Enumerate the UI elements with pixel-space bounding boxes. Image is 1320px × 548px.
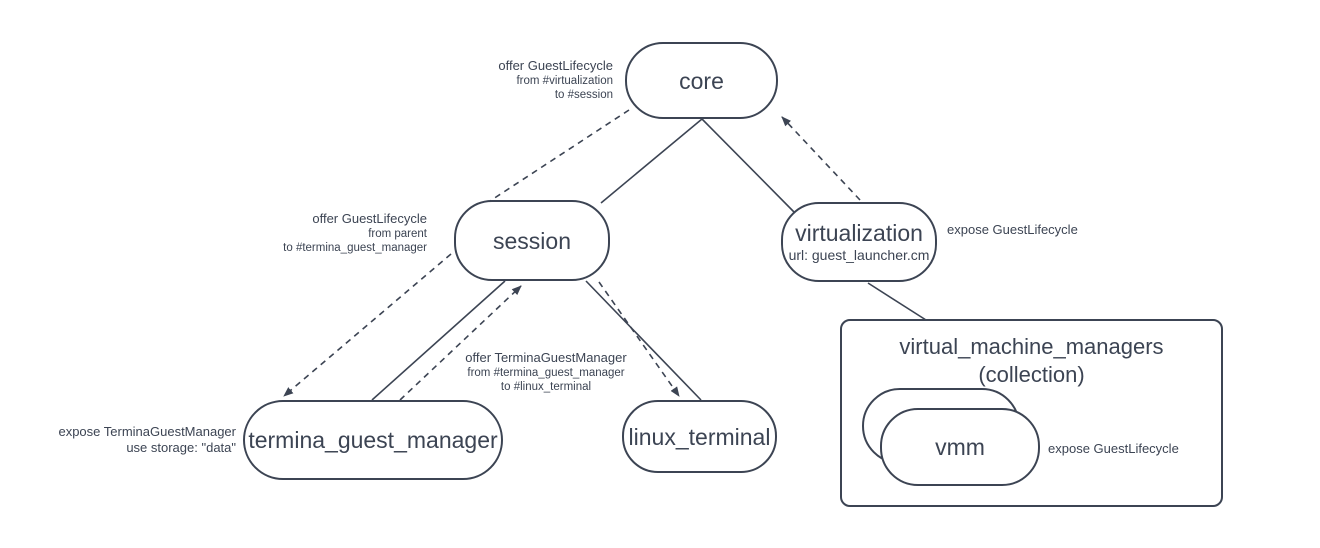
node-linux-terminal-label: linux_terminal (628, 423, 771, 450)
annotation-line: offer GuestLifecycle (312, 211, 427, 226)
edge-virtualization-vmm-collection (867, 282, 927, 321)
annotation-line: from #virtualization (516, 75, 613, 87)
edge-offer-session-to-linux-dashed (598, 281, 680, 397)
node-virtualization-url: url: guest_launcher.cm (788, 247, 930, 263)
edge-session-termina (371, 280, 506, 401)
edge-offer-core-to-session-dashed (489, 109, 630, 202)
edge-expose-virtualization-to-core-dashed (781, 116, 861, 201)
edge-session-linux-terminal (585, 280, 702, 401)
annotation-offer-guestlifecycle-to-session: offer GuestLifecycle from #virtualizatio… (498, 58, 613, 102)
node-session: session (454, 200, 610, 281)
collection-title: virtual_machine_managers (899, 334, 1164, 359)
annotation-line: offer TerminaGuestManager (465, 350, 627, 365)
annotation-line: to #linux_terminal (500, 381, 592, 393)
node-termina-guest-manager: termina_guest_manager (243, 400, 503, 480)
annotation-line: to #session (554, 89, 613, 101)
annotation-line: from #termina_guest_manager (467, 367, 625, 379)
edge-core-virtualization (701, 118, 795, 213)
node-virtualization-label: virtualization (795, 220, 923, 246)
node-virtualization: virtualization url: guest_launcher.cm (781, 202, 937, 282)
node-vmm-label: vmm (935, 434, 985, 460)
annotation-line: expose GuestLifecycle (1048, 441, 1179, 456)
annotation-line: to #termina_guest_manager (283, 242, 427, 254)
collection-subtitle: (collection) (978, 362, 1085, 387)
annotation-offer-guestlifecycle-to-termina: offer GuestLifecycle from parent to #ter… (283, 211, 427, 255)
node-termina-guest-manager-label: termina_guest_manager (248, 427, 498, 453)
annotation-offer-terminaguestmanager: offer TerminaGuestManager from #termina_… (396, 350, 696, 394)
edge-core-session (600, 118, 703, 204)
annotation-line: expose TerminaGuestManager (58, 424, 236, 439)
node-virtual-machine-managers-collection: virtual_machine_managers (collection) (840, 319, 1223, 507)
node-vmm: vmm (880, 408, 1040, 486)
annotation-line: use storage: "data" (126, 440, 236, 455)
node-linux-terminal: linux_terminal (622, 400, 777, 473)
edge-expose-termina-to-session-dashed (399, 285, 522, 401)
annotation-line: expose GuestLifecycle (947, 222, 1078, 237)
node-session-label: session (493, 227, 571, 254)
annotation-line: from parent (368, 228, 427, 240)
annotation-line: offer GuestLifecycle (498, 58, 613, 73)
node-core: core (625, 42, 778, 119)
node-core-label: core (679, 67, 724, 94)
edge-offer-session-to-termina-dashed (283, 253, 452, 397)
annotation-expose-terminaguestmanager: expose TerminaGuestManager use storage: … (58, 424, 236, 456)
annotation-expose-guestlifecycle-vmm: expose GuestLifecycle (1048, 441, 1179, 457)
annotation-expose-guestlifecycle-virtualization: expose GuestLifecycle (947, 222, 1078, 238)
